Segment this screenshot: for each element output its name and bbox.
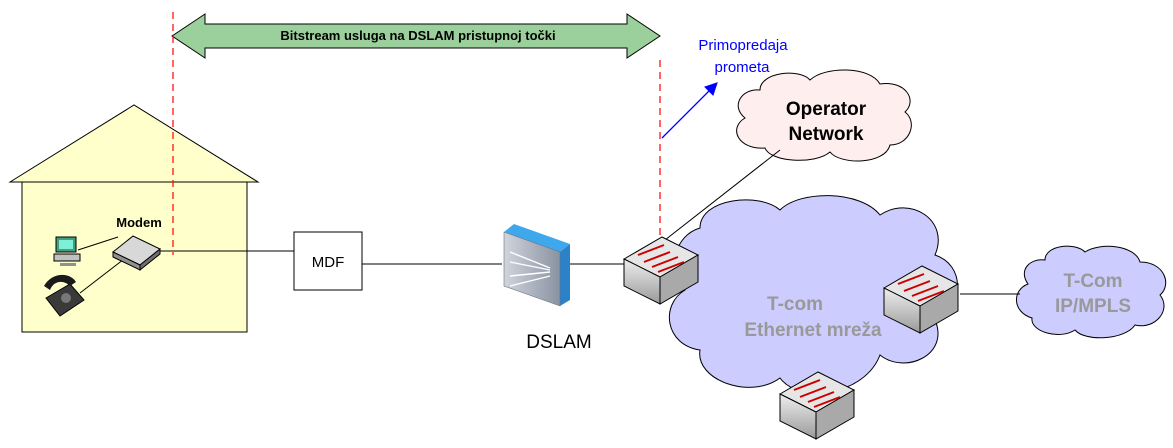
handover-label-line2: prometa <box>714 59 770 76</box>
computer-icon <box>53 236 81 266</box>
modem-icon <box>112 235 161 272</box>
tcom-ipmpls-cloud <box>1016 245 1167 339</box>
house-roof <box>8 104 260 183</box>
ethernet-switch-icon <box>882 265 960 334</box>
switch-to-operator-line <box>664 149 781 241</box>
tcom-ipmpls-label-line1: T-Com <box>1063 271 1122 292</box>
phone-to-modem-line <box>79 255 129 294</box>
dslam-label: DSLAM <box>526 332 591 353</box>
mdf-box <box>293 231 363 291</box>
operator-network-label-line2: Network <box>789 124 864 145</box>
tcom-ethernet-label-line2: Ethernet mreža <box>744 320 882 341</box>
tcom-ipmpls-label-line2: IP/MPLS <box>1055 296 1131 317</box>
operator-network-cloud <box>736 69 912 162</box>
handover-label-line1: Primopredaja <box>698 37 788 54</box>
tcom-ethernet-label-line1: T-com <box>767 294 823 315</box>
bitstream-banner-arrow <box>171 13 661 59</box>
operator-network-label-line1: Operator <box>786 99 867 120</box>
handover-arrow <box>661 82 718 139</box>
ethernet-switch-icon <box>622 236 700 305</box>
pc-to-modem-line <box>77 236 119 251</box>
dslam-device <box>503 224 570 307</box>
modem-label: Modem <box>116 215 162 230</box>
tcom-ethernet-cloud <box>669 195 958 394</box>
mdf-label: MDF <box>312 254 345 271</box>
bitstream-banner-label: Bitstream usluga na DSLAM pristupnoj toč… <box>280 28 555 43</box>
ethernet-switch-icon <box>778 371 856 440</box>
telephone-icon <box>44 274 85 317</box>
